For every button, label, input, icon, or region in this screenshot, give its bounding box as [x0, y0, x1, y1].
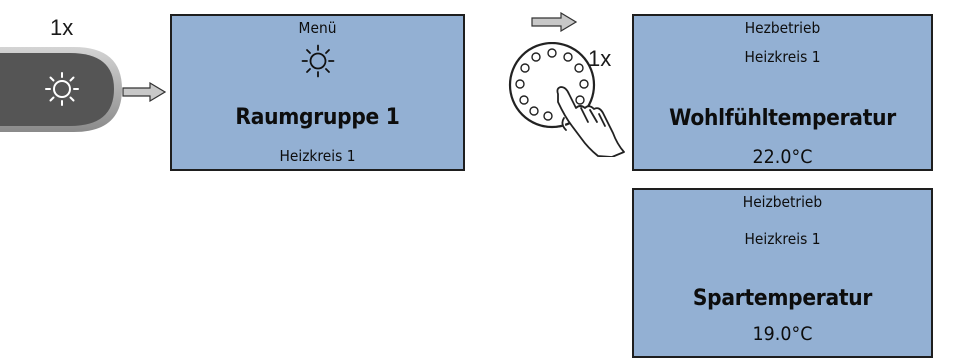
arrow-right-icon [531, 12, 577, 32]
sun-icon [45, 72, 79, 106]
eco-value: 19.0°C [752, 323, 813, 345]
sun-button[interactable] [0, 43, 126, 136]
sun-icon [301, 44, 334, 78]
pointing-hand-icon [556, 86, 625, 157]
button-press-count: 1x [50, 15, 74, 40]
eco-label: Spartemperatur [692, 286, 873, 311]
eco-mode: Heizbetrieb [742, 193, 823, 211]
knob-turn-count: 1x [588, 46, 612, 71]
comfort-temperature-screen: Hezbetrieb Heizkreis 1 Wohlfühltemperatu… [632, 14, 933, 171]
arrow-right-icon [122, 82, 166, 102]
comfort-value: 22.0°C [752, 146, 813, 168]
eco-temperature-screen: Heizbetrieb Heizkreis 1 Spartemperatur 1… [632, 188, 933, 358]
menu-title: Menü [298, 19, 337, 37]
menu-screen: Menü Raumgruppe 1 Heizkreis 1 [170, 14, 465, 171]
rotary-knob[interactable] [502, 42, 632, 157]
comfort-circuit: Heizkreis 1 [744, 48, 821, 66]
comfort-mode: Hezbetrieb [744, 19, 821, 37]
eco-circuit: Heizkreis 1 [744, 230, 821, 248]
menu-subtitle: Heizkreis 1 [279, 147, 356, 165]
menu-heading: Raumgruppe 1 [235, 105, 400, 130]
comfort-label: Wohlfühltemperatur [669, 106, 896, 131]
